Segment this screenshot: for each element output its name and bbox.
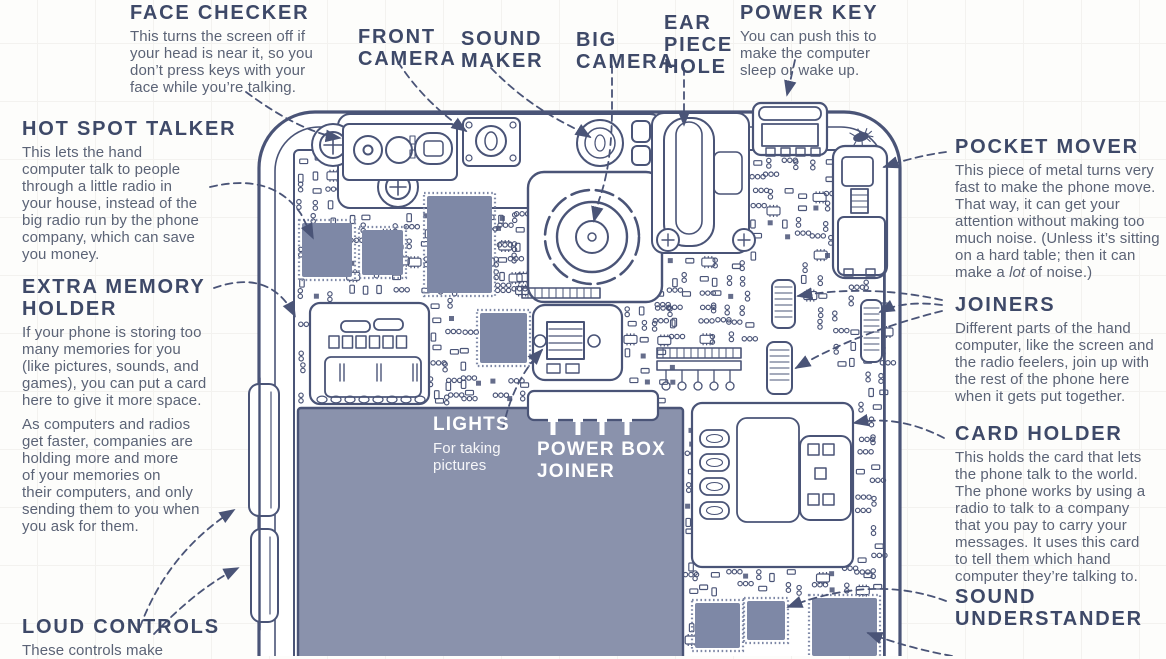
label-loud-controls: LOUD CONTROLS These controls make (22, 616, 237, 659)
selfie-camera-square (462, 117, 521, 167)
leader-lines (139, 59, 953, 656)
label-body: This holds the card that lets the phone … (955, 449, 1146, 585)
label-extra-memory-holder: EXTRA MEMORY HOLDER If your phone is sto… (22, 276, 237, 535)
sound-maker-speaker (576, 119, 651, 167)
chips (297, 191, 882, 656)
label-title: HOT SPOT TALKER (22, 118, 237, 140)
label-title: LIGHTS (433, 414, 510, 435)
label-title: SOUND MAKER (461, 28, 544, 72)
label-body: This turns the screen off if your head i… (130, 28, 313, 96)
joiner-connectors (766, 279, 883, 395)
earpiece-channel (651, 112, 756, 254)
battery (296, 389, 685, 656)
label-sound-maker: SOUND MAKER (461, 28, 543, 72)
front-camera-module (342, 123, 458, 181)
pin-header-bars (521, 287, 742, 391)
label-title: POWER BOX JOINER (537, 439, 667, 482)
label-power-key: POWER KEY You can push this to make the … (740, 2, 920, 79)
label-title: LOUD CONTROLS (22, 616, 220, 638)
label-body: This piece of metal turns very fast to m… (955, 162, 1160, 281)
label-front-camera: FRONT CAMERA (358, 26, 457, 70)
label-body: For taking pictures (433, 440, 501, 474)
label-body: These controls make (22, 642, 164, 659)
sim-card-holder (690, 401, 855, 569)
label-body: If your phone is storing too many memori… (22, 324, 207, 409)
label-body: You can push this to make the computer s… (740, 28, 877, 79)
connector-pins (548, 417, 632, 435)
label-body: Different parts of the hand computer, li… (955, 320, 1154, 405)
bug-doodle-icon (849, 127, 874, 147)
label-title: EXTRA MEMORY HOLDER (22, 276, 206, 320)
label-body: As computers and radios get faster, comp… (22, 416, 200, 535)
label-big-camera: BIG CAMERA (576, 29, 675, 73)
label-title: POCKET MOVER (955, 136, 1139, 158)
label-joiners: JOINERS Different parts of the hand comp… (955, 294, 1166, 405)
label-power-box-joiner: POWER BOX JOINER (537, 439, 666, 483)
side-buttons (248, 376, 280, 632)
label-title: EAR PIECE HOLE (664, 12, 734, 78)
big-camera-drawing (526, 170, 664, 304)
power-key-drawing (751, 101, 829, 157)
label-title: SOUND UNDERSTANDER (955, 586, 1143, 630)
label-title: CARD HOLDER (955, 423, 1123, 445)
label-pocket-mover: POCKET MOVER This piece of metal turns v… (955, 136, 1166, 281)
label-hot-spot-talker: HOT SPOT TALKER This lets the hand compu… (22, 118, 237, 263)
label-title: JOINERS (955, 294, 1056, 316)
label-face-checker: FACE CHECKER This turns the screen off i… (130, 2, 370, 96)
memory-card-slot (308, 301, 431, 406)
label-card-holder: CARD HOLDER This holds the card that let… (955, 423, 1166, 585)
label-title: FACE CHECKER (130, 2, 310, 24)
label-body: This lets the hand computer talk to peop… (22, 144, 199, 263)
label-lights: LIGHTS For taking pictures (433, 414, 510, 474)
label-sound-understander: SOUND UNDERSTANDER (955, 586, 1143, 630)
label-title: POWER KEY (740, 2, 879, 24)
label-title: FRONT CAMERA (358, 26, 457, 70)
label-title: BIG CAMERA (576, 29, 675, 73)
board-components-texture (296, 155, 897, 646)
flash-lights-module (531, 303, 624, 382)
power-box-joiner-connector (526, 389, 660, 422)
pocket-mover-motor (831, 144, 889, 280)
label-ear-piece-hole: EAR PIECE HOLE (664, 12, 733, 78)
